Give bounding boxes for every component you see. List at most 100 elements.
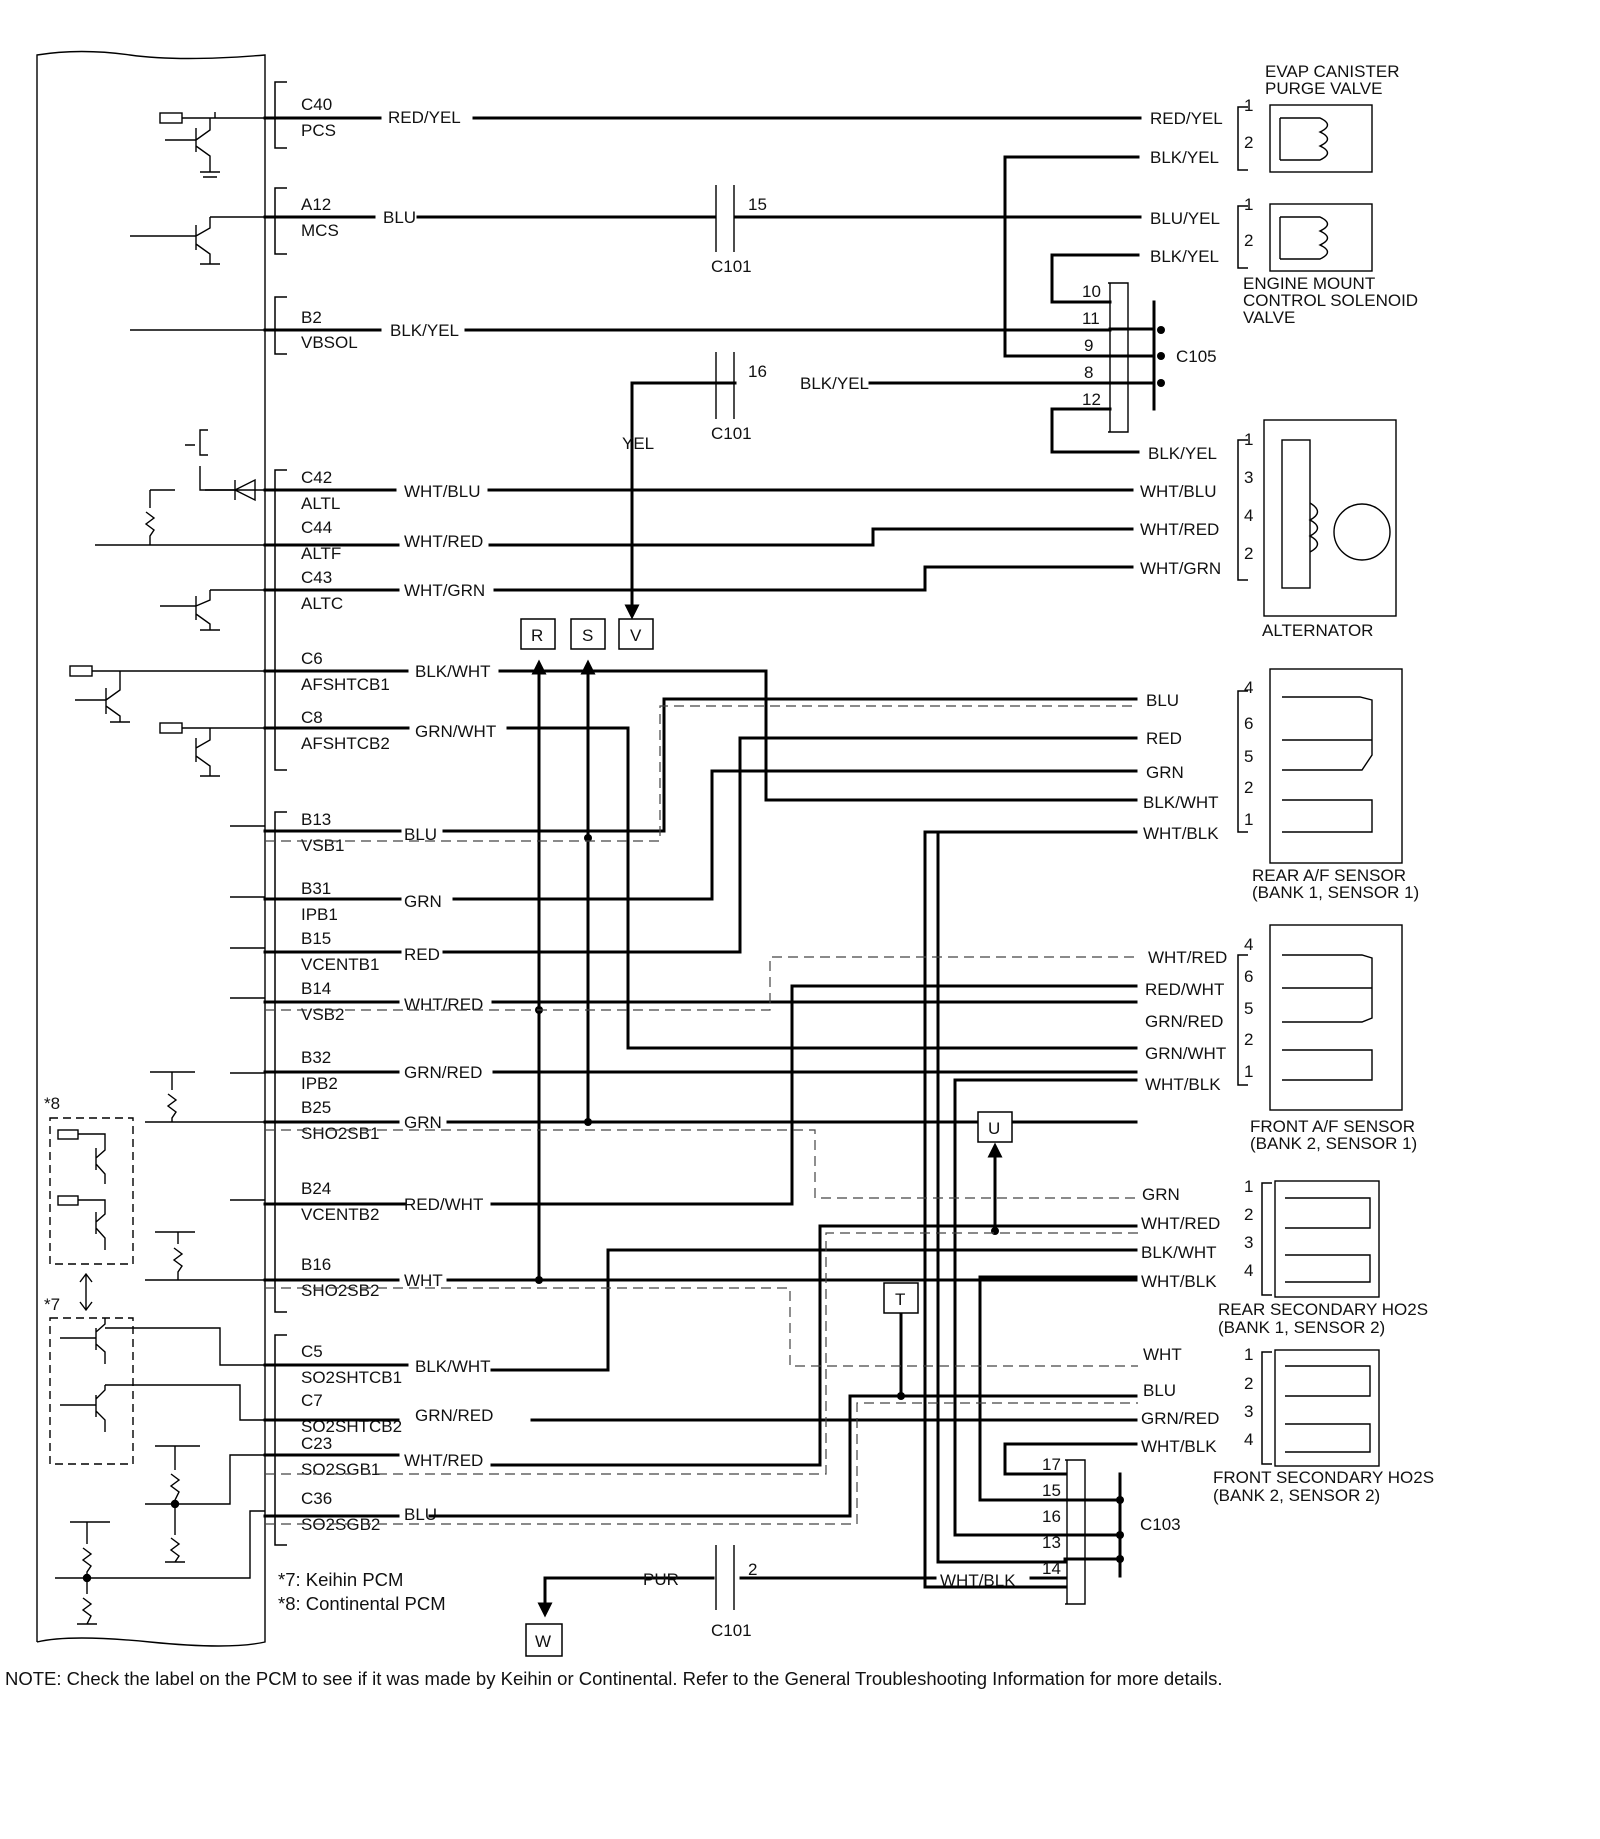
svg-text:GRN: GRN <box>1142 1185 1180 1204</box>
pin-b16: B16 <box>301 1255 331 1274</box>
svg-text:RED/YEL: RED/YEL <box>1150 109 1223 128</box>
mid-wire-blk-yel: BLK/YEL <box>800 374 869 393</box>
pin-c8-name: AFSHTCB2 <box>301 734 390 753</box>
pin-c7: C7 <box>301 1391 323 1410</box>
svg-text:3: 3 <box>1244 1402 1253 1421</box>
svg-text:WHT/RED: WHT/RED <box>1140 520 1219 539</box>
svg-text:6: 6 <box>1244 967 1253 986</box>
component-rear-secondary-ho2s: 1 2 3 4 GRN WHT/RED BLK/WHT WHT/BLK REAR… <box>1141 1177 1428 1337</box>
pin-b13-name: VSB1 <box>301 836 344 855</box>
svg-text:4: 4 <box>1244 1430 1253 1449</box>
svg-text:10: 10 <box>1082 282 1101 301</box>
svg-text:BLK/WHT: BLK/WHT <box>1141 1243 1217 1262</box>
connector-c101: 15 C101 16 C101 BLK/YEL YEL 2 C101 PUR W… <box>622 185 1016 1640</box>
note-text: NOTE: Check the label on the PCM to see … <box>5 1668 1223 1689</box>
ref-t: T <box>895 1290 905 1309</box>
pin-b25: B25 <box>301 1098 331 1117</box>
wire-label-b2: BLK/YEL <box>390 321 459 340</box>
component-front-secondary-ho2s: 1 2 3 4 WHT BLU GRN/RED WHT/BLK FRONT SE… <box>1141 1345 1434 1505</box>
svg-text:2: 2 <box>1244 1205 1253 1224</box>
pcm-pins: C40 PCS A12 MCS B2 VBSOL C42 ALTL C44 AL… <box>301 95 402 1534</box>
svg-text:BLU/YEL: BLU/YEL <box>1150 209 1220 228</box>
svg-text:ALTERNATOR: ALTERNATOR <box>1262 621 1373 640</box>
pin-b16-name: SHO2SB2 <box>301 1281 379 1300</box>
pcm-connector-brackets <box>274 81 287 1546</box>
svg-text:EVAP CANISTER: EVAP CANISTER <box>1265 62 1399 81</box>
component-rear-af-sensor: 4 6 5 2 1 BLU RED GRN BLK/WHT WHT/BLK RE… <box>1143 668 1419 902</box>
ref-w: W <box>535 1632 551 1651</box>
svg-text:11: 11 <box>1082 309 1100 328</box>
pin-c36-name: SO2SGB2 <box>301 1515 380 1534</box>
ref-v: V <box>630 626 642 645</box>
wire-label-c36: BLU <box>404 1505 437 1524</box>
ref-u: U <box>988 1119 1000 1138</box>
svg-text:9: 9 <box>1084 336 1093 355</box>
connector-c103: 17 15 16 13 14 C103 <box>1042 1455 1181 1605</box>
svg-text:BLU: BLU <box>1143 1381 1176 1400</box>
ref-s: S <box>582 626 593 645</box>
svg-text:REAR A/F SENSOR: REAR A/F SENSOR <box>1252 866 1406 885</box>
pin-c42-name: ALTL <box>301 494 340 513</box>
svg-text:WHT/BLK: WHT/BLK <box>1145 1075 1221 1094</box>
wire-label-b31: GRN <box>404 892 442 911</box>
pin-c6-name: AFSHTCB1 <box>301 675 390 694</box>
svg-text:WHT/BLK: WHT/BLK <box>1143 824 1219 843</box>
component-front-af-sensor: 4 6 5 2 1 WHT/RED RED/WHT GRN/RED GRN/WH… <box>1145 924 1417 1153</box>
svg-text:CONTROL SOLENOID: CONTROL SOLENOID <box>1243 291 1418 310</box>
wire-label-b32: GRN/RED <box>404 1063 482 1082</box>
svg-text:2: 2 <box>1244 544 1253 563</box>
wire-label-b15: RED <box>404 945 440 964</box>
svg-text:1: 1 <box>1244 1345 1253 1364</box>
svg-text:1: 1 <box>1244 195 1253 214</box>
wire-label-c5: BLK/WHT <box>415 1357 491 1376</box>
svg-text:(BANK 1, SENSOR 1): (BANK 1, SENSOR 1) <box>1252 883 1419 902</box>
svg-text:ENGINE MOUNT: ENGINE MOUNT <box>1243 274 1375 293</box>
svg-text:2: 2 <box>1244 1030 1253 1049</box>
svg-text:GRN: GRN <box>1146 763 1184 782</box>
svg-text:GRN/RED: GRN/RED <box>1141 1409 1219 1428</box>
svg-text:WHT/BLK: WHT/BLK <box>1141 1272 1217 1291</box>
connector-c105: 10 11 9 8 12 C105 <box>1082 282 1217 433</box>
svg-text:WHT/GRN: WHT/GRN <box>1140 559 1221 578</box>
pin-b2-name: VBSOL <box>301 333 358 352</box>
svg-text:BLK/YEL: BLK/YEL <box>1150 247 1219 266</box>
pin-c42: C42 <box>301 468 332 487</box>
svg-text:4: 4 <box>1244 1261 1253 1280</box>
wire-label-c42: WHT/BLU <box>404 482 481 501</box>
c101-label-2: C101 <box>711 424 752 443</box>
svg-text:RED: RED <box>1146 729 1182 748</box>
wire-label-b14: WHT/RED <box>404 995 483 1014</box>
c101-pin-16: 16 <box>748 362 767 381</box>
pin-a12-name: MCS <box>301 221 339 240</box>
pin-c6: C6 <box>301 649 323 668</box>
c105-label: C105 <box>1176 347 1217 366</box>
svg-text:3: 3 <box>1244 468 1253 487</box>
svg-text:4: 4 <box>1244 935 1253 954</box>
svg-text:GRN/RED: GRN/RED <box>1145 1012 1223 1031</box>
wire-label-c43: WHT/GRN <box>404 581 485 600</box>
pin-b2: B2 <box>301 308 322 327</box>
svg-text:PURGE VALVE: PURGE VALVE <box>1265 79 1382 98</box>
svg-text:FRONT A/F SENSOR: FRONT A/F SENSOR <box>1250 1117 1415 1136</box>
svg-text:WHT/BLU: WHT/BLU <box>1140 482 1217 501</box>
component-evap-purge-valve: EVAP CANISTER PURGE VALVE 1 2 RED/YEL BL… <box>1150 62 1399 173</box>
pin-b24-name: VCENTB2 <box>301 1205 379 1224</box>
svg-text:2: 2 <box>1244 778 1253 797</box>
wire-label-b25: GRN <box>404 1113 442 1132</box>
svg-text:15: 15 <box>1042 1481 1061 1500</box>
wire-label-b24: RED/WHT <box>404 1195 483 1214</box>
component-engine-mount-solenoid: ENGINE MOUNT CONTROL SOLENOID VALVE 1 2 … <box>1150 195 1418 327</box>
pin-c44: C44 <box>301 518 332 537</box>
component-alternator: 1 3 4 2 BLK/YEL WHT/BLU WHT/RED WHT/GRN … <box>1140 419 1397 640</box>
svg-text:2: 2 <box>1244 231 1253 250</box>
wire-label-b13: BLU <box>404 825 437 844</box>
svg-text:1: 1 <box>1244 1177 1253 1196</box>
svg-text:BLU: BLU <box>1146 691 1179 710</box>
pin-b25-name: SHO2SB1 <box>301 1124 379 1143</box>
wire-label-b16: WHT <box>404 1271 443 1290</box>
pin-c23: C23 <box>301 1434 332 1453</box>
svg-text:5: 5 <box>1244 999 1253 1018</box>
svg-text:13: 13 <box>1042 1533 1061 1552</box>
pin-c23-name: SO2SGB1 <box>301 1460 380 1479</box>
pin-b13: B13 <box>301 810 331 829</box>
